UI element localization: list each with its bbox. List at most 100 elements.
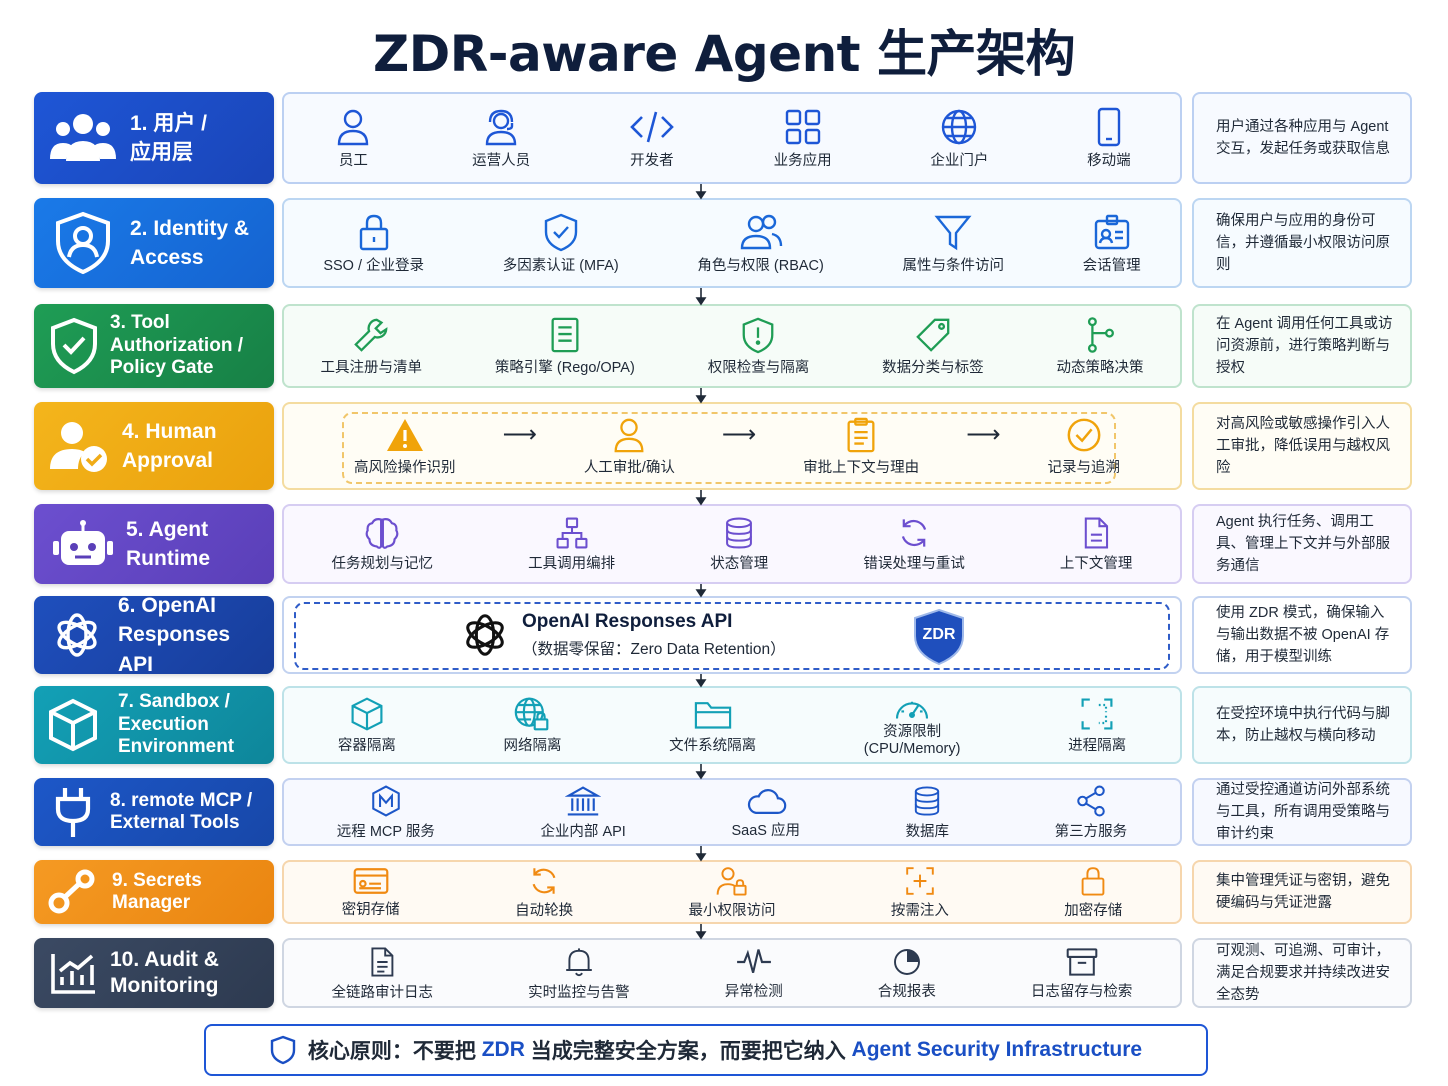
grid-apps-icon <box>785 109 820 144</box>
chart-icon <box>48 951 100 995</box>
plug-icon <box>48 785 98 839</box>
layer-title-line: Manager <box>112 892 191 913</box>
layer-title-line: 6. OpenAI <box>118 593 217 617</box>
component-label: 权限检查与隔离 <box>707 359 810 376</box>
cube-icon <box>46 698 100 752</box>
component-label: 属性与条件访问 <box>902 257 1005 274</box>
layer-title-line: 5. Agent <box>126 517 209 541</box>
component-context-management: 上下文管理 <box>1060 516 1132 573</box>
credential-card-icon <box>353 867 389 894</box>
pulse-icon <box>736 948 771 973</box>
component-developer: 开发者 <box>629 107 675 170</box>
tag-icon <box>916 318 950 352</box>
mcp-hexagon-icon <box>372 785 400 817</box>
layer-identity-access: 2. Identity &Access SSO / 企业登录 多因素认证 (MF… <box>34 198 1412 288</box>
api-title: OpenAI Responses API <box>522 611 733 632</box>
component-label: 动态策略决策 <box>1056 359 1144 376</box>
component-label: 会话管理 <box>1082 257 1141 274</box>
component-label: 全链路审计日志 <box>331 984 434 1001</box>
component-record-trace: 记录与追溯 <box>1047 416 1120 477</box>
user-lock-icon <box>716 866 747 896</box>
component-process-isolation: 进程隔离 <box>1068 696 1126 755</box>
layer-description: 在受控环境中执行代码与脚本，防止越权与横向移动 <box>1192 686 1412 764</box>
component-data-classification: 数据分类与标签 <box>882 316 984 377</box>
component-least-privilege: 最小权限访问 <box>688 865 775 920</box>
api-box <box>294 602 1170 670</box>
layer-title-line: Monitoring <box>110 974 219 997</box>
layer-label: 2. Identity &Access <box>34 198 274 288</box>
flow-arrow-icon: ⟶ <box>502 421 537 449</box>
principle-prefix: 核心原则：不要把 <box>307 1040 482 1063</box>
hierarchy-icon <box>556 517 588 549</box>
lock-icon <box>1081 866 1105 896</box>
shield-user-icon <box>48 211 118 275</box>
lock-icon <box>359 214 388 250</box>
component-key-storage: 密钥存储 <box>342 866 400 919</box>
component-label: 按需注入 <box>890 902 949 919</box>
component-label: 网络隔离 <box>503 737 562 754</box>
component-label: 加密存储 <box>1064 902 1123 919</box>
component-label: 移动端 <box>1087 152 1131 169</box>
component-label: 日志留存与检索 <box>1030 983 1133 1000</box>
layer-description: 对高风险或敏感操作引入人工审批，降低误用与越权风险 <box>1192 402 1412 490</box>
share-icon <box>1077 785 1105 817</box>
component-network-isolation: 网络隔离 <box>503 696 561 755</box>
zdr-badge-label: ZDR <box>922 626 956 643</box>
component-container-isolation: 容器隔离 <box>338 696 396 755</box>
document-icon <box>371 947 394 977</box>
component-mobile: 移动端 <box>1087 107 1131 170</box>
component-employee: 员工 <box>333 107 373 170</box>
component-label: 文件系统隔离 <box>669 737 757 754</box>
layer-title-line: Execution <box>118 713 209 735</box>
person-icon <box>614 418 644 452</box>
headset-icon <box>485 109 517 145</box>
mobile-icon <box>1097 107 1121 146</box>
check-circle-icon <box>1067 418 1101 452</box>
layer-description: 用户通过各种应用与 Agent 交互，发起任务或获取信息 <box>1192 92 1412 184</box>
box-icon <box>351 697 383 731</box>
principle-middle: 当成完整安全方案，而要把它纳入 <box>524 1040 852 1063</box>
component-label: SSO / 企业登录 <box>323 257 425 274</box>
component-log-retention: 日志留存与检索 <box>1030 946 1133 1001</box>
warning-icon <box>386 418 423 451</box>
component-compliance-report: 合规报表 <box>878 946 936 1001</box>
globe-icon <box>942 109 977 144</box>
component-resource-limits: 资源限制 (CPU/Memory) <box>863 692 961 757</box>
component-database: 数据库 <box>906 784 949 841</box>
component-dynamic-policy: 动态策略决策 <box>1057 316 1144 377</box>
component-label: 记录与追溯 <box>1047 459 1120 476</box>
component-label: 资源限制 (CPU/Memory) <box>863 724 961 757</box>
flow-arrow-icon: ⟶ <box>966 421 1001 449</box>
shield-icon <box>270 1035 296 1065</box>
inject-icon <box>906 866 934 895</box>
refresh-icon <box>901 519 927 547</box>
approval-flow-box <box>342 412 1116 484</box>
component-label: SaaS 应用 <box>731 822 800 839</box>
funnel-icon <box>934 215 972 250</box>
component-manual-approval: 人工审批/确认 <box>584 416 675 477</box>
layer-label: 3. Tool Authorization /Policy Gate <box>34 304 274 388</box>
component-anomaly-detection: 异常检测 <box>725 946 783 1001</box>
layer-audit-monitoring: 10. Audit &Monitoring 全链路审计日志 实时监控与告警 异常… <box>34 938 1412 1008</box>
component-policy-engine: 策略引擎 (Rego/OPA) <box>495 316 635 377</box>
layer-components: 全链路审计日志 实时监控与告警 异常检测 合规报表 日志留存与检索 <box>282 938 1182 1008</box>
layer-title-line: Access <box>130 246 204 269</box>
component-label: 密钥存储 <box>341 901 400 918</box>
component-session: 会话管理 <box>1083 212 1141 275</box>
layer-description: 在 Agent 调用任何工具或访问资源前，进行策略判断与授权 <box>1192 304 1412 388</box>
component-label: 异常检测 <box>724 983 783 1000</box>
component-label: 数据分类与标签 <box>882 359 984 376</box>
component-label: 错误处理与重试 <box>863 555 965 572</box>
layer-components: 员工 运营人员 开发者 业务应用 企业门户 移动端 <box>282 92 1182 184</box>
component-rbac: 角色与权限 (RBAC) <box>697 212 824 275</box>
layer-title-line: Runtime <box>126 547 210 570</box>
component-abac: 属性与条件访问 <box>902 212 1005 275</box>
layer-title-line: External Tools <box>110 812 240 833</box>
layer-title-line: 1. 用户 / <box>130 111 208 135</box>
layer-components: 密钥存储 自动轮换 最小权限访问 按需注入 加密存储 <box>282 860 1182 924</box>
core-principle-banner: 核心原则：不要把 ZDR 当成完整安全方案，而要把它纳入 Agent Secur… <box>204 1024 1208 1076</box>
page-title: ZDR-aware Agent 生产架构 <box>373 25 1075 83</box>
